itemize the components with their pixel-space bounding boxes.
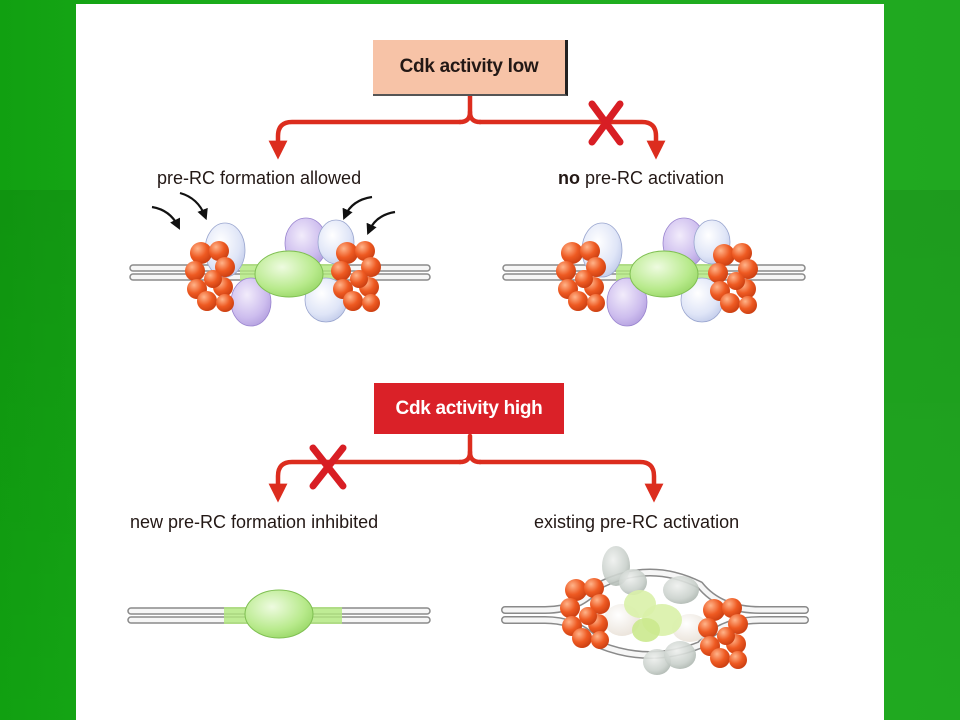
top-branch-arrows xyxy=(268,93,666,160)
cdk-high-box: Cdk activity high xyxy=(374,383,564,434)
activated-replisome xyxy=(560,546,748,675)
no-pre-rc-activation-label: no pre-RC activation xyxy=(558,168,724,189)
block-x-icon xyxy=(588,100,624,146)
dna-duplex-bottom-left xyxy=(127,589,431,639)
block-x-icon xyxy=(309,444,347,490)
pre-rc-formation-allowed-label: pre-RC formation allowed xyxy=(157,168,362,188)
new-pre-rc-inhibited-label: new pre-RC formation inhibited xyxy=(130,512,379,532)
pre-rc-complex-top-left xyxy=(185,217,381,327)
cdk-low-box: Cdk activity low xyxy=(373,40,568,96)
top-right-arrow xyxy=(477,119,666,160)
bottom-left-arrow xyxy=(268,459,463,503)
bottom-branch-arrows xyxy=(268,433,664,503)
no-pre-rc-activation-rest: pre-RC activation xyxy=(580,168,725,188)
top-stem xyxy=(457,93,473,125)
curved-arrow-icon xyxy=(151,191,396,236)
top-left-arrow xyxy=(268,119,463,160)
bottom-right-arrow xyxy=(477,459,664,503)
bottom-stem xyxy=(457,433,473,465)
existing-pre-rc-activation-label: existing pre-RC activation xyxy=(534,512,740,532)
orc-protein xyxy=(244,589,314,639)
no-emphasis: no xyxy=(558,168,580,188)
pre-rc-complex-top-right xyxy=(556,217,758,327)
